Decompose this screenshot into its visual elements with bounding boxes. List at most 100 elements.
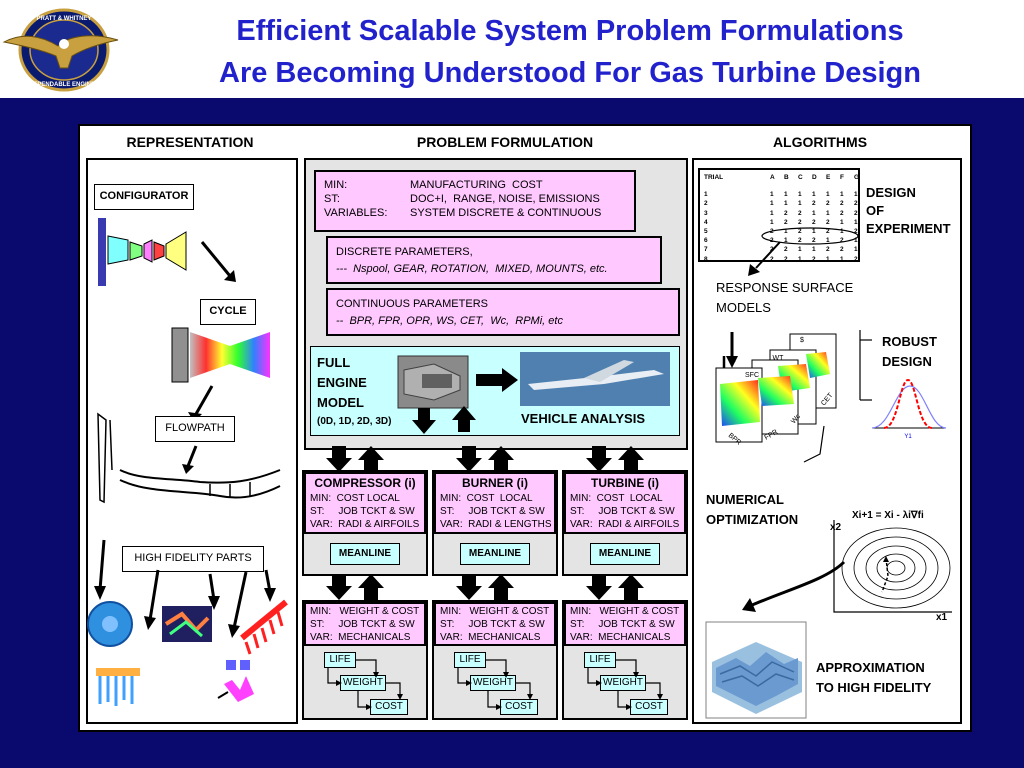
doe-table-cell: 1 — [812, 246, 816, 254]
doe-table-cell: 1 — [840, 218, 844, 226]
doe-table-cell: 1 — [840, 191, 844, 199]
system-objective-box: MIN: MANUFACTURING COST ST: DOC+I, RANGE… — [314, 170, 636, 232]
numopt-label-1: NUMERICAL — [706, 492, 784, 507]
doe-table-cell: 1 — [812, 209, 816, 217]
compressor-cost-box: COST — [370, 699, 408, 715]
full-engine-label-1: FULL — [317, 355, 351, 370]
full-engine-label-2: ENGINE — [317, 375, 367, 390]
turbine-mech-var: VAR: MECHANICALS — [570, 632, 671, 643]
discrete-parameters-box: DISCRETE PARAMETERS, --- Nspool, GEAR, R… — [326, 236, 662, 284]
doe-table-cell: 2 — [840, 209, 844, 217]
svg-text:WT: WT — [773, 355, 785, 362]
doe-table-cell: 1 — [770, 209, 774, 217]
doe-table-cell: 2 — [812, 237, 816, 245]
doe-table-header-cell: D — [812, 174, 817, 181]
svg-text:PRATT & WHITNEY: PRATT & WHITNEY — [37, 16, 92, 22]
continuous-parameters-list: -- BPR, FPR, OPR, WS, CET, Wc, RPMi, etc — [336, 315, 563, 327]
turbine-mech-min: MIN: WEIGHT & COST — [570, 606, 680, 617]
doe-table-cell: 1 — [826, 237, 830, 245]
svg-text:x1: x1 — [936, 612, 948, 623]
doe-table-header-cell: TRIAL — [704, 174, 724, 181]
burner-mechanical-objective: MIN: WEIGHT & COST ST: JOB TCKT & SW VAR… — [434, 602, 556, 646]
system-min-value: MANUFACTURING COST — [410, 179, 543, 191]
discrete-parameters-title: DISCRETE PARAMETERS, — [336, 246, 473, 258]
system-st-value: DOC+I, RANGE, NOISE, EMISSIONS — [410, 193, 600, 205]
doe-table-cell: 6 — [704, 237, 708, 245]
doe-table-cell: 1 — [704, 191, 708, 199]
turbine-life-box: LIFE — [584, 652, 616, 668]
rsm-label-1: RESPONSE SURFACE — [716, 280, 854, 295]
arrow-doe-to-rsm — [748, 241, 781, 276]
burner-mech-st: ST: JOB TCKT & SW — [440, 619, 545, 630]
doe-table-cell: 2 — [784, 218, 788, 226]
doe-table-cell: 1 — [812, 191, 816, 199]
turbine-mechanical-objective: MIN: WEIGHT & COST ST: JOB TCKT & SW VAR… — [564, 602, 686, 646]
doe-table-cell: 2 — [854, 255, 858, 263]
arrow-flowpath-down — [182, 445, 198, 474]
doe-table-cell: 1 — [784, 228, 788, 235]
full-engine-label-3: MODEL — [317, 395, 364, 410]
burner-mech-var: VAR: MECHANICALS — [440, 632, 541, 643]
burner-life-box: LIFE — [454, 652, 486, 668]
doe-table-cell: 2 — [784, 209, 788, 217]
doe-table-cell: 1 — [826, 255, 830, 263]
doe-label-3: EXPERIMENT — [866, 221, 951, 236]
doe-table-cell: 4 — [704, 218, 708, 226]
continuous-parameters-box: CONTINUOUS PARAMETERS -- BPR, FPR, OPR, … — [326, 288, 680, 336]
burner-objective-box: BURNER (i) MIN: COST LOCAL ST: JOB TCKT … — [434, 472, 556, 534]
compressor-mech-st: ST: JOB TCKT & SW — [310, 619, 415, 630]
doe-table-cell: 1 — [840, 228, 844, 235]
doe-table-header-cell: G — [854, 174, 860, 181]
turbine-weight-box: WEIGHT — [600, 675, 646, 691]
doe-table-cell: 2 — [798, 209, 802, 217]
configurator-engine-icon — [98, 218, 187, 286]
cycle-box: CYCLE — [200, 299, 256, 325]
compressor-var: VAR: RADI & AIRFOILS — [310, 519, 420, 530]
doe-table-cell: 1 — [826, 209, 830, 217]
doe-table-header-cell: E — [826, 174, 831, 181]
doe-table-cell: 1 — [784, 191, 788, 199]
flowpath-drawing — [97, 412, 281, 504]
svg-text:$: $ — [800, 337, 804, 344]
system-min-label: MIN: — [324, 179, 348, 191]
approximation-label: APPROXIMATION TO HIGH FIDELITY — [816, 658, 931, 698]
doe-table-header-cell: C — [798, 174, 803, 181]
doe-table-cell: 2 — [798, 237, 802, 245]
doe-table-cell: 1 — [798, 200, 802, 208]
column-heading-problem-formulation: PROBLEM FORMULATION — [416, 134, 594, 150]
column-heading-algorithms: ALGORITHMS — [772, 134, 868, 150]
turbine-var: VAR: RADI & AIRFOILS — [570, 519, 680, 530]
svg-text:x2: x2 — [830, 522, 842, 533]
doe-table-cell: 2 — [840, 237, 844, 245]
full-engine-dims: (0D, 1D, 2D, 3D) — [317, 416, 392, 427]
doe-table-cell: 1 — [798, 255, 802, 263]
doe-table-cell: 2 — [840, 246, 844, 254]
life-weight-cost-connectors — [327, 659, 664, 711]
flowpath-box: FLOWPATH — [155, 416, 235, 442]
svg-text:Y1: Y1 — [904, 434, 912, 440]
svg-text:DEPENDABLE ENGINES: DEPENDABLE ENGINES — [29, 82, 99, 88]
compressor-objective-box: COMPRESSOR (i) MIN: COST LOCAL ST: JOB T… — [304, 472, 426, 534]
doe-table-cell: 1 — [840, 255, 844, 263]
doe-table-cell: 1 — [854, 246, 858, 254]
doe-table-cell: 2 — [798, 218, 802, 226]
system-variables-value: SYSTEM DISCRETE & CONTINUOUS — [410, 207, 602, 219]
doe-table-cell: 1 — [854, 191, 858, 199]
arrow-configurator-to-cycle — [200, 241, 236, 282]
doe-table-cell: 1 — [770, 200, 774, 208]
doe-table-cell: 1 — [770, 218, 774, 226]
burner-var: VAR: RADI & LENGTHS — [440, 519, 552, 530]
logo: PRATT & WHITNEY DEPENDABLE ENGINES — [2, 6, 120, 94]
continuous-parameters-title: CONTINUOUS PARAMETERS — [336, 298, 488, 310]
doe-table-header-cell: B — [784, 174, 789, 181]
header-bar — [0, 0, 1024, 98]
compressor-mechanical-objective: MIN: WEIGHT & COST ST: JOB TCKT & SW VAR… — [304, 602, 426, 646]
doe-table-cell: 2 — [812, 200, 816, 208]
high-fidelity-parts-box: HIGH FIDELITY PARTS — [122, 546, 264, 572]
doe-table-cell: 2 — [826, 218, 830, 226]
numopt-formula: Xi+1 = Xi - λi∇fi — [852, 510, 924, 521]
doe-table-cell: 2 — [812, 218, 816, 226]
turbine-min: MIN: COST LOCAL — [570, 493, 663, 504]
engine-and-aircraft-images — [397, 352, 670, 434]
doe-table-cell: 1 — [784, 237, 788, 245]
